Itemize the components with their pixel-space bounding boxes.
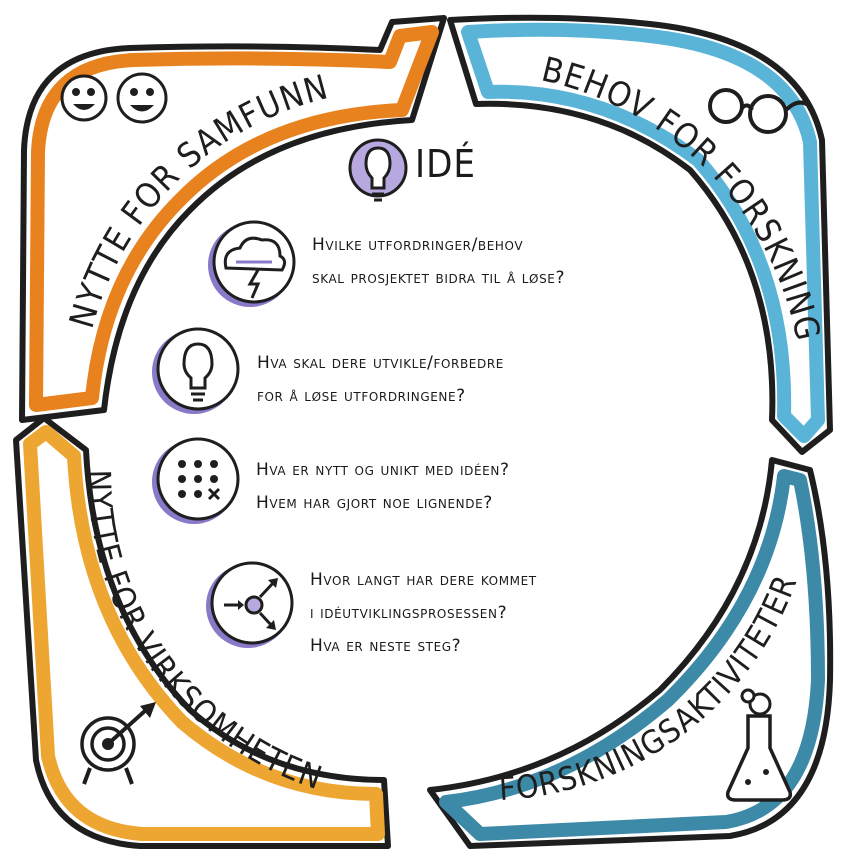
arrow-nytte-for-samfunn <box>19 15 447 423</box>
glasses-icon <box>708 88 814 134</box>
question-develop: Hva skal dere utvikle/forbedre for å løs… <box>257 347 504 413</box>
idea-bulb-icon <box>348 138 408 202</box>
dot-grid-icon <box>152 437 240 524</box>
question-line: Hvilke utfordringer/behov <box>312 235 524 255</box>
question-challenges: Hvilke utfordringer/behov skal prosjekte… <box>312 229 565 295</box>
center-title: IDÉ <box>415 142 477 186</box>
question-line: i idéutviklingsprosessen? <box>310 603 508 623</box>
question-line: Hvor langt har dere kommet <box>310 570 537 590</box>
target-icon <box>80 702 156 785</box>
question-line: Hva er nytt og unikt med idéen? <box>256 460 510 480</box>
process-arrows-icon <box>206 561 294 648</box>
question-line: Hva er neste steg? <box>310 636 462 656</box>
question-novelty: Hva er nytt og unikt med idéen? Hvem har… <box>256 454 510 520</box>
happy-faces-icon <box>60 72 168 124</box>
question-line: Hva skal dere utvikle/forbedre <box>257 353 504 373</box>
arrow-forskningsaktiviteter <box>427 457 834 849</box>
flask-icon <box>725 688 793 802</box>
arrow-nytte-for-virksomheten <box>13 415 391 849</box>
storm-cloud-icon <box>208 220 296 307</box>
question-line: for å løse utfordringene? <box>257 386 466 406</box>
question-line: Hvem har gjort noe lignende? <box>256 493 493 513</box>
question-progress: Hvor langt har dere kommet i idéutviklin… <box>310 564 537 663</box>
question-line: skal prosjektet bidra til å løse? <box>312 268 566 288</box>
arrow-behov-for-forskning <box>447 14 833 455</box>
lightbulb-icon <box>152 327 240 414</box>
